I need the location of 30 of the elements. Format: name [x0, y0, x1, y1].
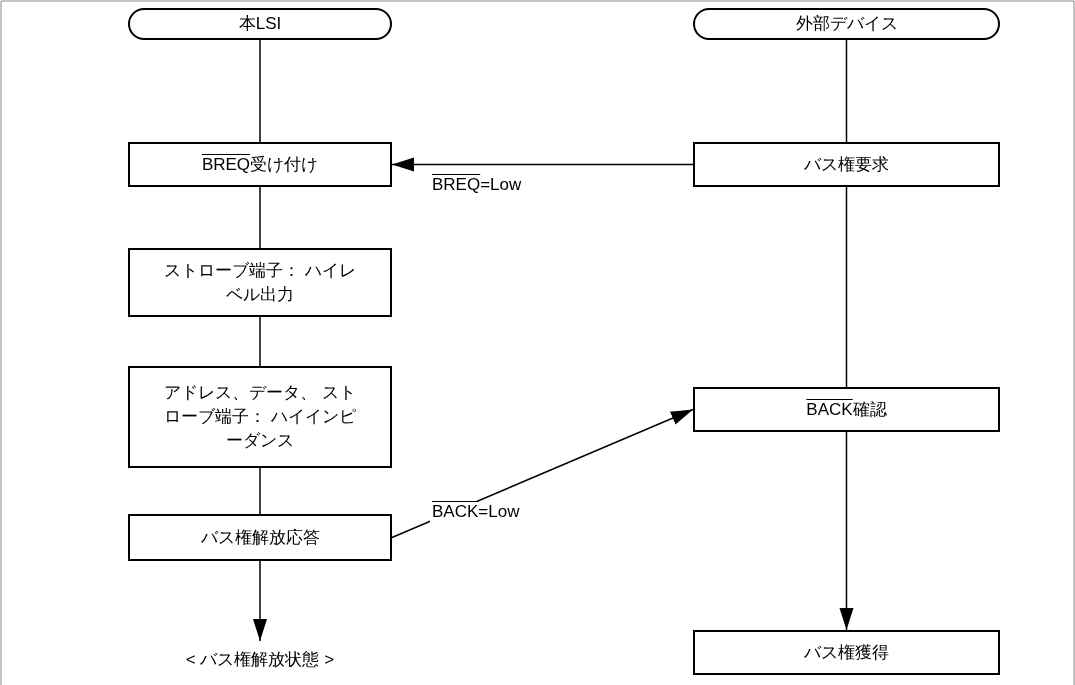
arrow — [839, 431, 854, 631]
connector-line — [259, 467, 261, 515]
process-box — [693, 630, 1000, 675]
box-text: 外部デバイス — [795, 13, 898, 35]
connector-line — [259, 186, 261, 249]
process-box — [693, 142, 1000, 187]
box-text: BREQ受け付け — [201, 153, 319, 176]
process-box — [128, 366, 392, 468]
box-text: バス権解放応答 — [200, 526, 320, 549]
box-text: バス権要求 — [804, 153, 889, 176]
terminal-box — [128, 8, 392, 40]
arrow — [391, 157, 694, 172]
connector-line — [259, 39, 261, 143]
terminal-box — [693, 8, 1000, 40]
process-box — [128, 514, 392, 561]
process-box — [128, 248, 392, 317]
connector-line — [845, 186, 848, 388]
edge-label: BREQ=Low — [430, 175, 524, 195]
box-text: ストローブ端子： ハイレベル出力 — [163, 259, 357, 306]
process-box — [693, 387, 1000, 432]
box-text: 本LSI — [238, 13, 282, 35]
edge-label: BACK=Low — [430, 502, 522, 522]
connector-line — [845, 39, 848, 143]
process-box — [128, 142, 392, 187]
box-text: アドレス、データ、 ストローブ端子： ハイインピーダンス — [163, 382, 357, 452]
state-label: < バス権解放状態 > — [110, 645, 410, 675]
box-text: BACK確認 — [806, 398, 887, 421]
connector-line — [259, 316, 261, 367]
arrow — [253, 560, 267, 642]
box-text: バス権獲得 — [804, 641, 889, 664]
